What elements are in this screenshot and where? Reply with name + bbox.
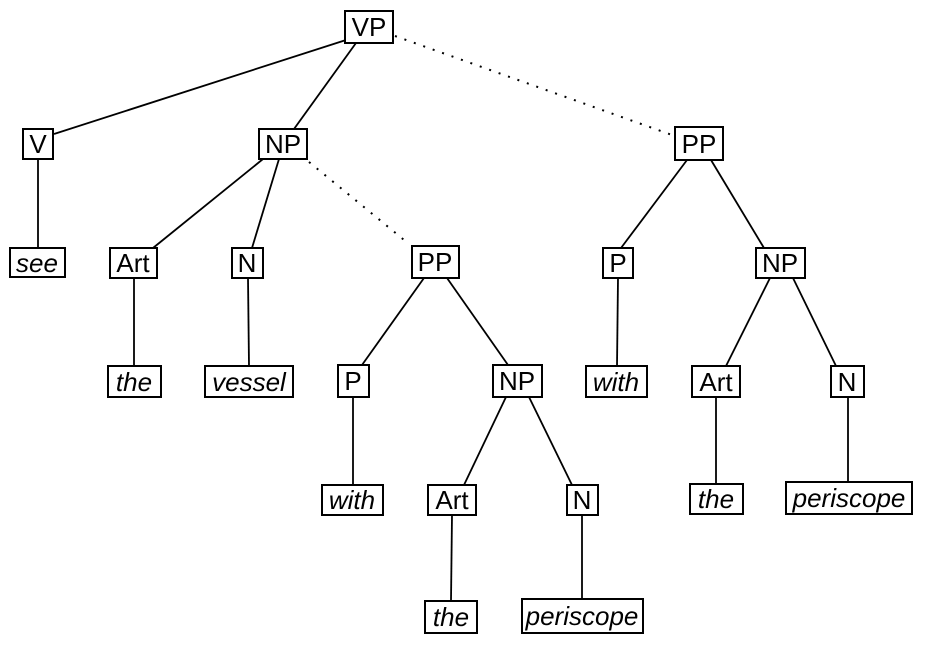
node-art-peri-np: Art — [427, 484, 477, 516]
edge-ppmid-np — [446, 277, 509, 366]
edge-ppright-np — [710, 159, 765, 249]
node-v-box — [22, 128, 54, 160]
node-pp-vp-attach: PP — [674, 126, 724, 161]
node-n-vessel-label: N — [238, 248, 257, 278]
edge-vp-np — [293, 42, 357, 130]
edge-pright-with — [616, 277, 619, 367]
node-periscope-np-label: periscope — [525, 601, 639, 631]
node-art-peri-vp-box — [691, 365, 741, 398]
node-periscope-np: periscope — [521, 598, 644, 634]
node-v: V — [22, 128, 54, 160]
node-np-object: NP — [258, 128, 308, 160]
node-periscope-vp-box — [785, 481, 913, 515]
node-art-vessel-box — [109, 247, 158, 279]
node-np-pp-np-box — [492, 364, 543, 398]
node-pp-np-label: PP — [418, 247, 453, 277]
node-art-peri-np-label: Art — [435, 485, 469, 515]
node-the-peri-np-label: the — [433, 602, 469, 632]
node-n-peri-np-label: N — [573, 485, 592, 515]
node-p-np: P — [337, 364, 370, 398]
node-n-peri-np-box — [566, 484, 599, 516]
node-the-peri-vp-box — [689, 483, 744, 515]
node-periscope-vp-label: periscope — [792, 483, 906, 513]
node-p-np-label: P — [344, 366, 361, 396]
edge-np-n — [251, 158, 280, 249]
node-vessel: vessel — [204, 365, 294, 398]
edge-npright-art — [725, 277, 771, 367]
edge-np-pp-dotted — [308, 161, 410, 245]
edge-artmid-the — [450, 514, 453, 602]
node-with-vp: with — [585, 365, 648, 398]
node-n-vessel: N — [231, 247, 264, 279]
node-pp-vp-box — [674, 126, 724, 161]
node-n-peri-vp: N — [830, 365, 865, 398]
node-the-vessel-box — [107, 365, 162, 398]
node-vp-label: VP — [352, 12, 387, 42]
edge-vp-v — [53, 39, 347, 135]
node-the-vessel: the — [107, 365, 162, 398]
edge-ppright-p — [620, 159, 688, 249]
node-n-vessel-box — [231, 247, 264, 279]
node-art-vessel: Art — [109, 247, 158, 279]
node-n-peri-vp-box — [830, 365, 865, 398]
edge-n-vessel — [247, 277, 250, 367]
node-pp-np-attach: PP — [411, 245, 460, 279]
node-with-np-box — [321, 484, 384, 516]
node-vessel-label: vessel — [212, 367, 287, 397]
node-see-label: see — [16, 248, 58, 278]
node-vessel-box — [204, 365, 294, 398]
node-art-peri-vp-label: Art — [699, 367, 733, 397]
node-the-peri-vp: the — [689, 483, 744, 515]
node-p-np-box — [337, 364, 370, 398]
node-np-object-box — [258, 128, 308, 160]
node-the-peri-np-box — [424, 600, 478, 634]
node-p-vp: P — [602, 247, 634, 279]
node-see-box — [9, 247, 66, 278]
node-p-vp-box — [602, 247, 634, 279]
edge-ppmid-p — [361, 277, 425, 366]
node-the-peri-np: the — [424, 600, 478, 634]
edges — [37, 35, 849, 602]
node-periscope-np-box — [521, 598, 644, 634]
node-vp-box — [344, 10, 394, 44]
node-art-peri-vp: Art — [691, 365, 741, 398]
node-n-peri-vp-label: N — [838, 367, 857, 397]
node-periscope-vp: periscope — [785, 481, 913, 515]
node-art-peri-np-box — [427, 484, 477, 516]
edge-npright-n — [792, 277, 837, 367]
node-pp-np-box — [411, 245, 460, 279]
edge-np-art — [152, 158, 264, 249]
node-the-peri-vp-label: the — [698, 484, 734, 514]
node-the-vessel-label: the — [116, 367, 152, 397]
node-np-object-label: NP — [265, 129, 301, 159]
node-p-vp-label: P — [609, 248, 626, 278]
node-np-pp-np-label: NP — [499, 366, 535, 396]
edge-npmid-art — [463, 396, 507, 486]
node-np-pp-np: NP — [492, 364, 543, 398]
node-np-pp-vp: NP — [755, 247, 806, 279]
edge-npmid-n — [528, 396, 573, 486]
node-see: see — [9, 247, 66, 278]
node-art-vessel-label: Art — [116, 248, 150, 278]
node-v-label: V — [29, 129, 47, 159]
node-with-np-label: with — [329, 485, 375, 515]
node-with-np: with — [321, 484, 384, 516]
node-with-vp-box — [585, 365, 648, 398]
node-vp: VP — [344, 10, 394, 44]
edge-vp-pp-dotted — [394, 35, 673, 136]
node-np-pp-vp-label: NP — [762, 248, 798, 278]
nodes: VP V NP PP see Art N PP — [9, 10, 913, 634]
node-n-peri-np: N — [566, 484, 599, 516]
node-np-pp-vp-box — [755, 247, 806, 279]
node-with-vp-label: with — [593, 367, 639, 397]
node-pp-vp-label: PP — [682, 129, 717, 159]
